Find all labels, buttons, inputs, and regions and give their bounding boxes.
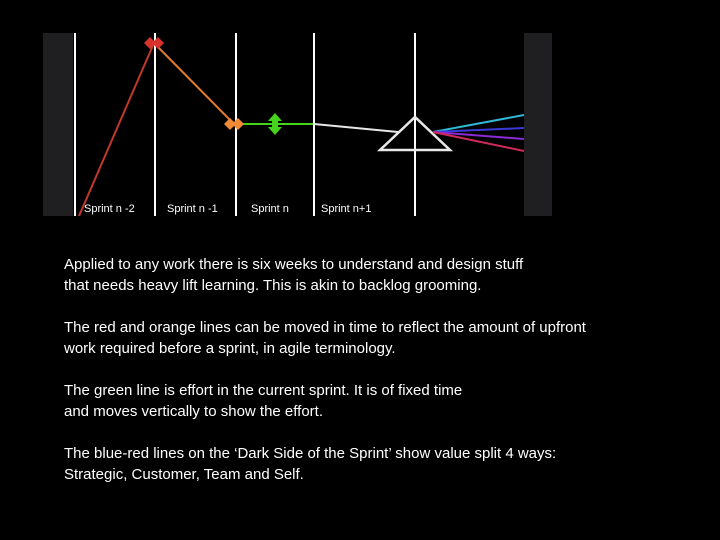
right-dark-band xyxy=(524,33,552,216)
prism-triangle xyxy=(376,115,454,152)
note-2-line-2: work required before a sprint, in agile … xyxy=(64,340,396,357)
note-paragraph-4: The blue-red lines on the ‘Dark Side of … xyxy=(64,443,704,485)
red-handle-diamond-right[interactable] xyxy=(152,37,164,49)
sprint-label-n-minus-1: Sprint n -1 xyxy=(167,203,218,215)
note-paragraph-3: The green line is effort in the current … xyxy=(64,380,704,422)
sprint-label-n: Sprint n xyxy=(251,203,289,215)
ray-purple xyxy=(432,131,525,140)
sprint-label-n-plus-1: Sprint n+1 xyxy=(321,203,371,215)
note-1-line-2: that needs heavy lift learning. This is … xyxy=(64,277,482,294)
note-paragraph-1: Applied to any work there is six weeks t… xyxy=(64,254,704,296)
ray-crimson xyxy=(432,131,525,152)
explanation-notes: Applied to any work there is six weeks t… xyxy=(64,254,704,506)
note-1-line-1: Applied to any work there is six weeks t… xyxy=(64,256,524,273)
ray-blue xyxy=(432,127,525,133)
orange-effort-line xyxy=(153,42,235,125)
note-paragraph-2: The red and orange lines can be moved in… xyxy=(64,317,704,359)
note-4-line-1: The blue-red lines on the ‘Dark Side of … xyxy=(64,445,557,462)
orange-handle-diamond-left[interactable] xyxy=(224,118,236,130)
note-3-line-2: and moves vertically to show the effort. xyxy=(64,403,324,420)
ray-cyan xyxy=(432,114,525,133)
note-2-line-1: The red and orange lines can be moved in… xyxy=(64,319,586,336)
note-3-line-1: The green line is effort in the current … xyxy=(64,382,463,399)
note-4-line-2: Strategic, Customer, Team and Self. xyxy=(64,466,304,483)
white-light-line xyxy=(313,123,399,133)
green-vertical-arrow-icon[interactable] xyxy=(268,113,282,135)
red-effort-line xyxy=(78,42,155,216)
sprint-label-n-minus-2: Sprint n -2 xyxy=(84,203,135,215)
sprint-prism-diagram: Sprint n -2 Sprint n -1 Sprint n Sprint … xyxy=(43,33,552,216)
left-dark-band xyxy=(43,33,73,216)
red-handle-diamond-left[interactable] xyxy=(144,37,156,49)
orange-handle-diamond-right[interactable] xyxy=(232,118,244,130)
